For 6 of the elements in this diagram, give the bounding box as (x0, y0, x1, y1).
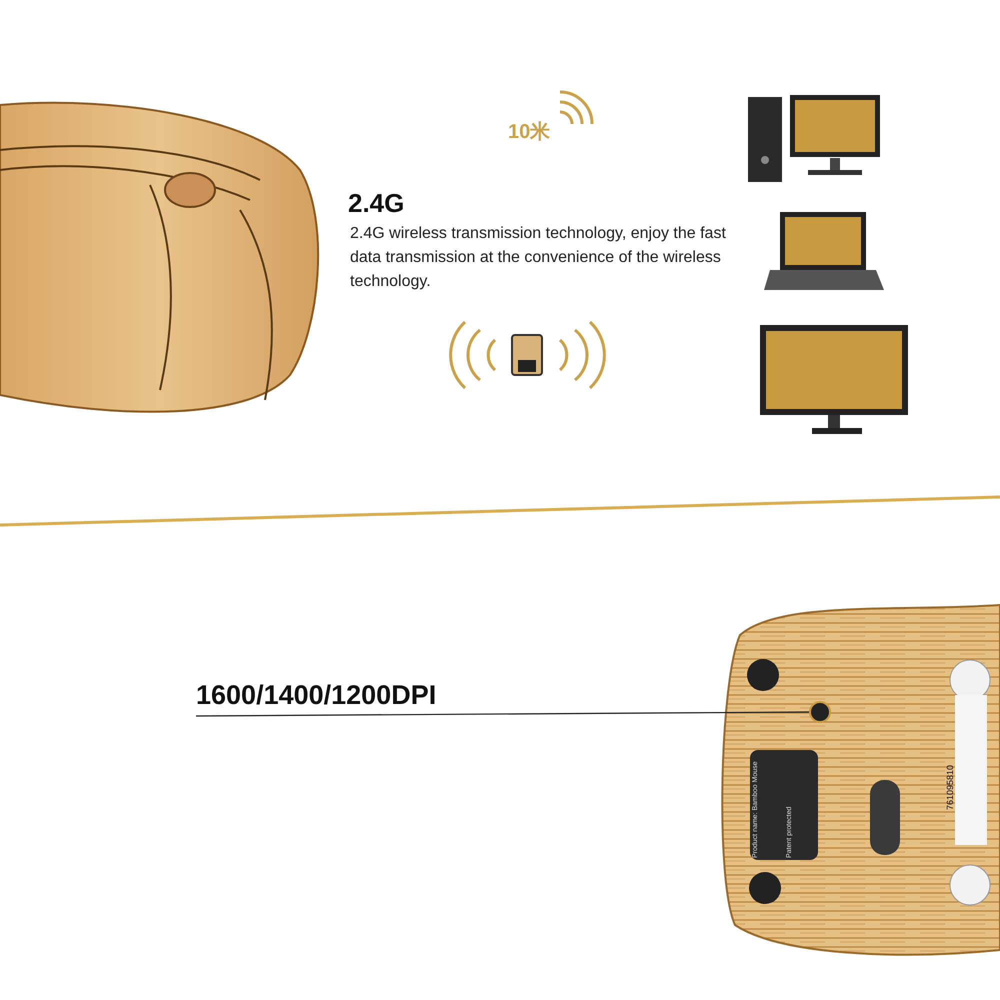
serial-number: 761095810 (945, 764, 955, 810)
leader-line (196, 711, 809, 717)
heading: 2.4G (348, 188, 404, 219)
feature-label: 1600/1400/1200DPI (196, 680, 436, 711)
distance-label: 10米 (508, 120, 550, 145)
description-text: 2.4G wireless transmission technology, enjoy the fast data transmission at the convenience of the wireless technology. (350, 224, 727, 292)
